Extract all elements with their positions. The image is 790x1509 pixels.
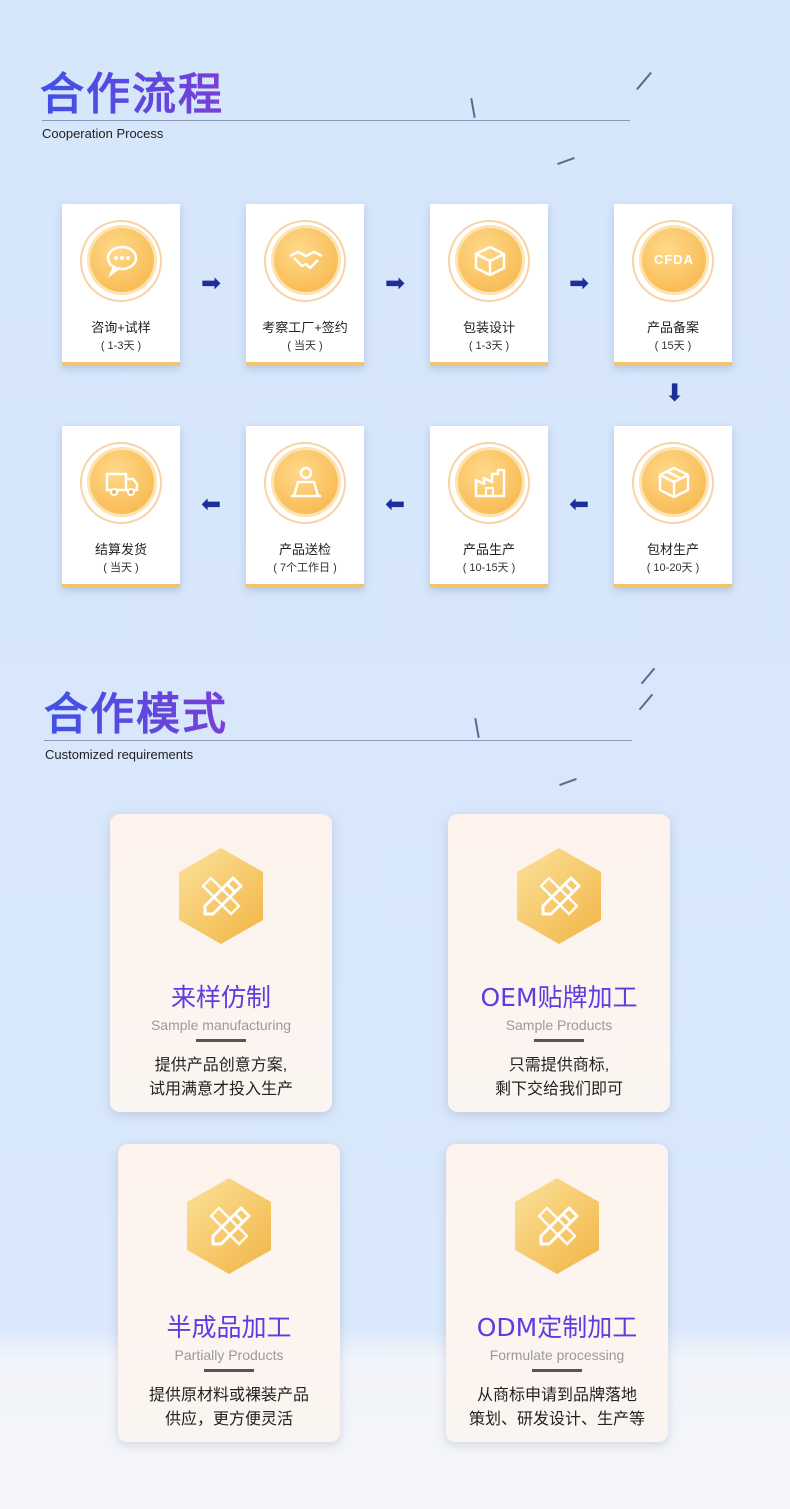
mode-subtitle: Formulate processing (489, 1347, 625, 1363)
decor-stroke (640, 667, 656, 685)
section2-title: 合作模式 (44, 678, 228, 742)
divider-bar (534, 1039, 584, 1042)
package-box-icon (458, 228, 522, 292)
pencil-ruler-icon (517, 848, 601, 944)
step-card-material-production: 包材生产 ( 10-20天 ) (614, 426, 732, 588)
mode-subtitle: Partially Products (174, 1347, 284, 1363)
step-days: ( 10-20天 ) (646, 562, 700, 574)
mode-title: 半成品加工 (166, 1313, 292, 1342)
section1-title: 合作流程 (40, 58, 224, 122)
arrow-right-icon: ➡ (569, 270, 590, 297)
mode-desc-line2: 策划、研发设计、生产等 (468, 1411, 645, 1428)
decor-stroke (470, 97, 476, 119)
mode-desc-line2: 供应，更方便灵活 (164, 1411, 293, 1428)
mode-subtitle: Sample manufacturing (150, 1017, 292, 1033)
step-name: 考察工厂+签约 (262, 320, 348, 335)
divider-bar (532, 1369, 582, 1372)
section1-subtitle: Cooperation Process (42, 126, 164, 141)
decor-stroke (559, 777, 577, 787)
decor-stroke (474, 717, 480, 739)
inspector-icon (274, 450, 338, 514)
delivery-truck-icon (90, 450, 154, 514)
mode-desc-line1: 提供产品创意方案, (154, 1057, 288, 1074)
step-days: ( 15天 ) (654, 340, 692, 352)
step-name: 包装设计 (462, 320, 515, 335)
step-card-package-design: 包装设计 ( 1-3天 ) (430, 204, 548, 366)
step-card-quality-check: 产品送检 ( 7个工作日 ) (246, 426, 364, 588)
decor-stroke (636, 71, 652, 91)
arrow-right-icon: ➡ (201, 270, 222, 297)
step-card-production: 产品生产 ( 10-15天 ) (430, 426, 548, 588)
mode-card-odm[interactable]: ODM定制加工 Formulate processing 从商标申请到品牌落地 … (446, 1144, 668, 1442)
divider-bar (204, 1369, 254, 1372)
step-days: ( 10-15天 ) (462, 562, 516, 574)
decor-stroke (557, 156, 575, 166)
step-name: 产品生产 (462, 542, 515, 557)
step-card-consult: 咨询+试样 ( 1-3天 ) (62, 204, 180, 366)
factory-icon (458, 450, 522, 514)
mode-desc-line1: 提供原材料或裸装产品 (148, 1387, 309, 1404)
step-days: ( 当天 ) (103, 562, 139, 574)
mode-desc-line1: 只需提供商标, (508, 1057, 610, 1074)
section1-divider (42, 120, 630, 121)
section2-divider (44, 740, 632, 741)
mode-desc-line1: 从商标申请到品牌落地 (476, 1387, 637, 1404)
mode-subtitle: Sample Products (505, 1017, 613, 1033)
mode-card-semi-finished[interactable]: 半成品加工 Partially Products 提供原材料或裸装产品 供应，更… (118, 1144, 340, 1442)
cfda-icon: CFDA (642, 228, 706, 292)
step-name: 结算发货 (94, 542, 147, 557)
step-card-registration: CFDA 产品备案 ( 15天 ) (614, 204, 732, 366)
handshake-icon (274, 228, 338, 292)
step-days: ( 7个工作日 ) (273, 562, 337, 574)
step-card-inspect-sign: 考察工厂+签约 ( 当天 ) (246, 204, 364, 366)
decor-stroke (638, 693, 654, 711)
mode-title: OEM贴牌加工 (480, 983, 638, 1012)
arrow-left-icon: ➡ (385, 491, 406, 518)
cube-box-icon (642, 450, 706, 514)
pencil-ruler-icon (179, 848, 263, 944)
mode-title: 来样仿制 (170, 983, 271, 1012)
step-days: ( 1-3天 ) (100, 340, 142, 352)
divider-bar (196, 1039, 246, 1042)
step-name: 咨询+试样 (91, 320, 151, 335)
step-days: ( 1-3天 ) (468, 340, 510, 352)
section2-subtitle: Customized requirements (45, 747, 194, 762)
step-card-settlement: 结算发货 ( 当天 ) (62, 426, 180, 588)
arrow-left-icon: ➡ (569, 491, 590, 518)
pencil-ruler-icon (515, 1178, 599, 1274)
cfda-badge: CFDA (653, 252, 695, 267)
arrow-down-icon: ➡ (661, 381, 689, 403)
arrow-left-icon: ➡ (201, 491, 222, 518)
chat-bubble-icon (90, 228, 154, 292)
mode-card-sample-copy[interactable]: 来样仿制 Sample manufacturing 提供产品创意方案, 试用满意… (110, 814, 332, 1112)
step-days: ( 当天 ) (287, 340, 323, 352)
pencil-ruler-icon (187, 1178, 271, 1274)
mode-desc-line2: 试用满意才投入生产 (148, 1081, 293, 1098)
step-name: 产品送检 (278, 542, 331, 557)
step-name: 产品备案 (646, 320, 699, 335)
arrow-right-icon: ➡ (385, 270, 406, 297)
mode-card-oem[interactable]: OEM贴牌加工 Sample Products 只需提供商标, 剩下交给我们即可 (448, 814, 670, 1112)
mode-title: ODM定制加工 (476, 1313, 638, 1342)
mode-desc-line2: 剩下交给我们即可 (494, 1081, 623, 1098)
step-name: 包材生产 (646, 542, 699, 557)
